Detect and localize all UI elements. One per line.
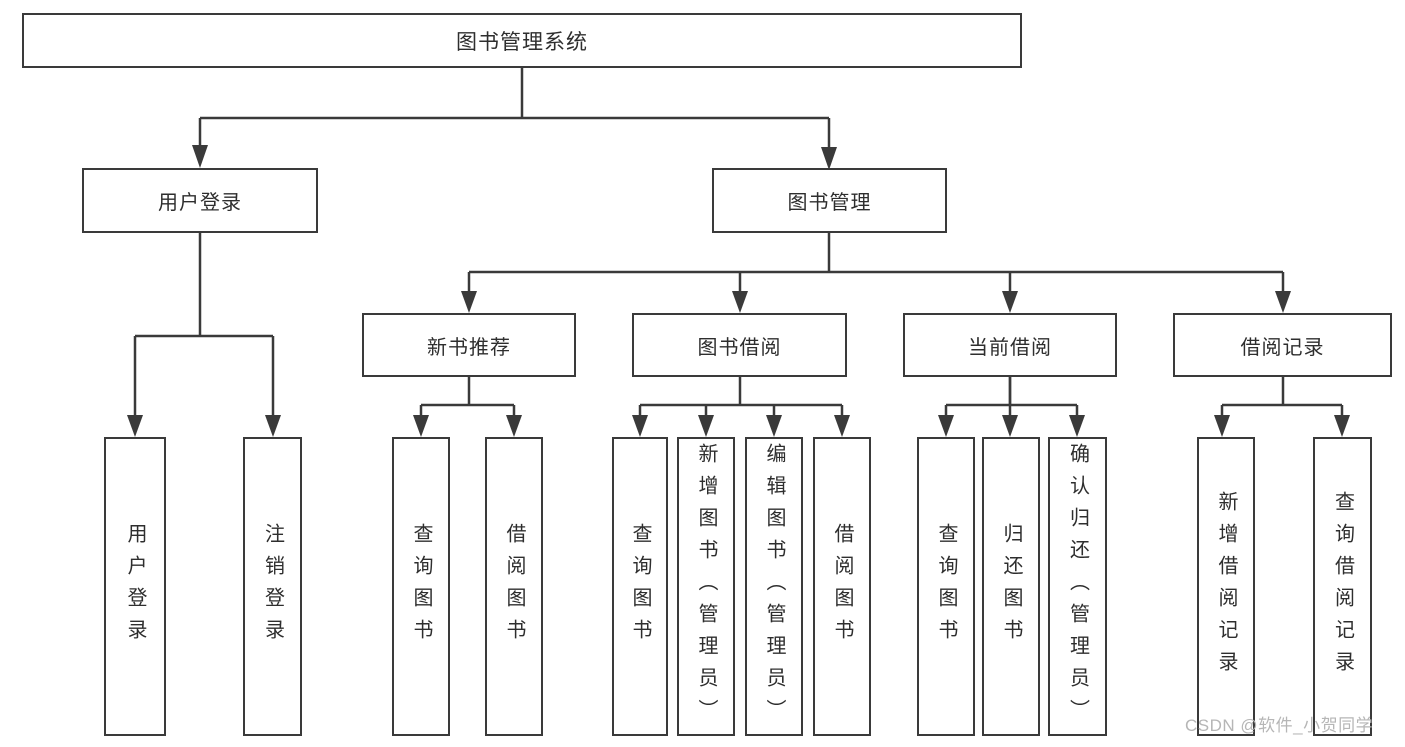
leaf-return-books: 归还图书 bbox=[982, 437, 1040, 736]
leaf-add-books-admin: 新增图书（管理员） bbox=[677, 437, 735, 736]
leaf-logout: 注销登录 bbox=[243, 437, 302, 736]
leaf-user-login: 用户登录 bbox=[104, 437, 166, 736]
csdn-watermark: CSDN @软件_小贺同学 bbox=[1185, 716, 1374, 735]
node-current-borrowing: 当前借阅 bbox=[903, 313, 1117, 377]
leaf-query-books-current: 查询图书 bbox=[917, 437, 975, 736]
node-user-login: 用户登录 bbox=[82, 168, 318, 233]
leaf-confirm-return-admin: 确认归还（管理员） bbox=[1048, 437, 1107, 736]
leaf-query-books-borrowing: 查询图书 bbox=[612, 437, 668, 736]
leaf-edit-books-admin: 编辑图书（管理员） bbox=[745, 437, 803, 736]
node-book-management: 图书管理 bbox=[712, 168, 947, 233]
leaf-query-books-recommend: 查询图书 bbox=[392, 437, 450, 736]
node-book-borrowing: 图书借阅 bbox=[632, 313, 847, 377]
node-new-book-recommend: 新书推荐 bbox=[362, 313, 576, 377]
node-borrow-records: 借阅记录 bbox=[1173, 313, 1392, 377]
leaf-add-borrow-record: 新增借阅记录 bbox=[1197, 437, 1255, 736]
leaf-borrow-books-borrowing: 借阅图书 bbox=[813, 437, 871, 736]
node-library-management-system: 图书管理系统 bbox=[22, 13, 1022, 68]
leaf-query-borrow-record: 查询借阅记录 bbox=[1313, 437, 1372, 736]
leaf-borrow-books-recommend: 借阅图书 bbox=[485, 437, 543, 736]
arrowheads bbox=[127, 145, 1350, 437]
